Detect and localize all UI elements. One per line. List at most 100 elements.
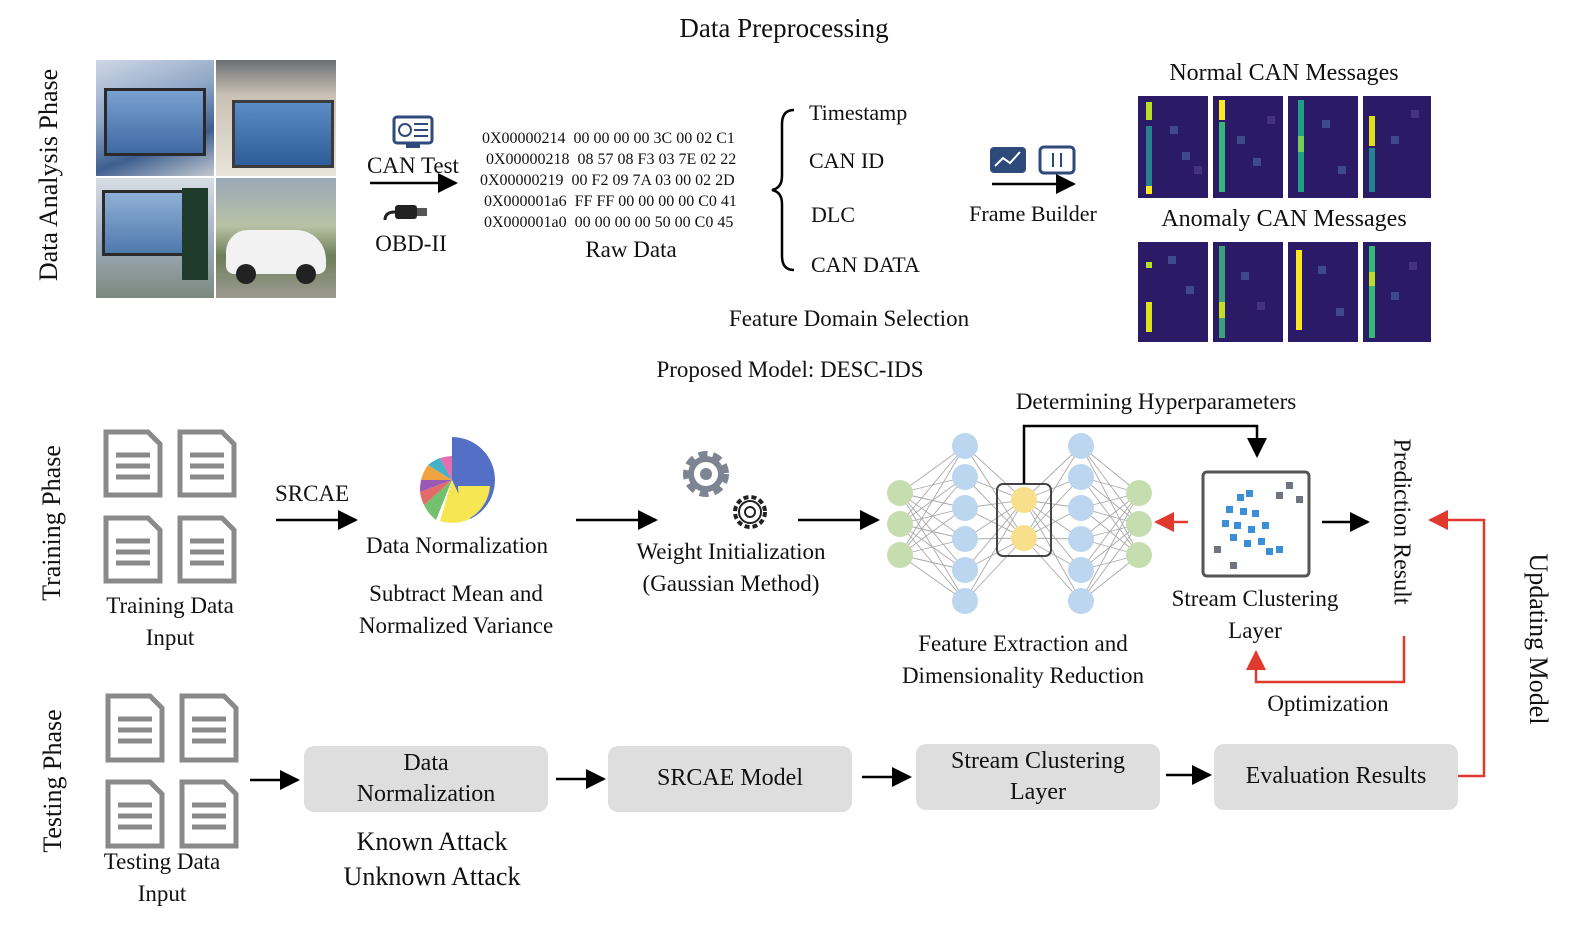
network-node (1068, 495, 1094, 521)
network-node (887, 480, 913, 506)
normal-heatmap-2 (1213, 96, 1283, 198)
test-normalization-text: Data Normalization (356, 749, 496, 807)
test-srcae-text: SRCAE Model (656, 765, 803, 792)
weight-init-label: Weight Initialization (Gaussian Method) (611, 536, 851, 600)
network-edge (964, 476, 1025, 539)
anomaly-messages-title: Anomaly CAN Messages (1161, 206, 1407, 232)
obd-connector-icon (383, 205, 427, 221)
stream-clustering-text: Stream Clustering Layer (1171, 586, 1339, 643)
evaluation-results-text: Evaluation Results (1245, 763, 1427, 790)
network-edge (1023, 445, 1082, 501)
network-node (1068, 557, 1094, 583)
field-timestamp: Timestamp (809, 100, 908, 125)
network-node (1011, 487, 1037, 513)
test-clustering-box: Stream Clustering Layer (916, 744, 1160, 810)
test-srcae-box: SRCAE Model (608, 746, 852, 812)
test-normalization-box: Data Normalization (304, 746, 548, 812)
document-icon (103, 515, 163, 584)
anomaly-heatmap-1 (1138, 242, 1208, 342)
testing-input-text: Testing Data Input (103, 849, 221, 906)
network-node (952, 464, 978, 490)
model-title: Proposed Model: DESC-IDS (656, 357, 924, 382)
network-edge (964, 499, 1025, 571)
transfer-screen-icon (1038, 145, 1076, 175)
subtract-mean-label: Subtract Mean and Normalized Variance (331, 578, 581, 642)
data-normalization-label: Data Normalization (365, 533, 549, 558)
raw-data-row: 0X00000219 00 F2 09 7A 03 00 02 2D (480, 172, 735, 189)
feature-domain-label: Feature Domain Selection (728, 306, 970, 331)
network-edge (1080, 492, 1140, 602)
document-icon (177, 429, 237, 498)
network-edges (899, 445, 1140, 602)
pie-chart-icon (419, 437, 495, 523)
raw-data-row: 0X00000218 08 57 08 F3 03 7E 02 22 (486, 151, 737, 168)
network-edge (964, 537, 1025, 602)
test-clustering-text: Stream Clustering Layer (951, 747, 1125, 805)
network-edge (1080, 492, 1140, 571)
monitor-icon (392, 115, 434, 148)
network-edge (1023, 499, 1082, 571)
feature-extraction-text: Feature Extraction and Dimensionality Re… (901, 631, 1145, 688)
network-node (952, 588, 978, 614)
anomaly-heatmap-4 (1363, 242, 1431, 342)
network-edge (899, 445, 966, 494)
training-input-text: Training Data Input (106, 593, 234, 650)
network-edge (964, 445, 1025, 539)
network-edge (1023, 476, 1082, 539)
document-icon (105, 779, 165, 849)
network-node (952, 526, 978, 552)
optimization-arrow (1246, 636, 1406, 684)
document-icon (179, 779, 239, 849)
hyperparams-arrow (1022, 424, 1267, 484)
normal-heatmap-4 (1363, 96, 1431, 198)
network-edge (1023, 499, 1082, 602)
network-edge (899, 507, 966, 556)
training-input-label: Training Data Input (85, 590, 255, 654)
raw-data-row: 0X000001a6 FF FF 00 00 00 00 C0 41 (484, 193, 737, 210)
field-can-data: CAN DATA (811, 252, 920, 277)
network-edge (899, 445, 966, 525)
network-edge (1023, 445, 1082, 539)
field-dlc: DLC (811, 202, 855, 227)
normal-heatmap-1 (1138, 96, 1208, 198)
vehicle-test-photos (96, 60, 336, 298)
unknown-attack-label: Unknown Attack (343, 862, 521, 891)
chart-screen-icon (990, 147, 1026, 173)
network-node (887, 511, 913, 537)
network-node (1011, 525, 1037, 551)
network-node (952, 557, 978, 583)
anomaly-heatmap-2 (1213, 242, 1283, 342)
frame-builder-label: Frame Builder (969, 201, 1097, 226)
photo-laptop-2 (216, 60, 336, 176)
document-icon (177, 515, 237, 584)
stream-clustering-label: Stream Clustering Layer (1150, 583, 1360, 647)
scatter-icon (1201, 470, 1311, 578)
network-nodes (887, 433, 1152, 614)
gear-icon (733, 495, 767, 529)
network-edge (964, 499, 1025, 602)
photo-laptop-3 (96, 178, 214, 298)
network-node (1126, 480, 1152, 506)
network-node (887, 542, 913, 568)
hyperparams-label: Determining Hyperparameters (1015, 389, 1297, 414)
document-icon (179, 693, 239, 763)
network-node (1126, 542, 1152, 568)
update-model-arrow (1428, 510, 1486, 778)
photo-test-car (216, 178, 336, 298)
network-node (1126, 511, 1152, 537)
normal-heatmap-3 (1288, 96, 1358, 198)
photo-laptop-1 (96, 60, 214, 176)
network-edge (1023, 537, 1082, 602)
network-node (952, 433, 978, 459)
known-attack-label: Known Attack (356, 827, 508, 856)
anomaly-heatmap-3 (1288, 242, 1358, 342)
network-node (1068, 526, 1094, 552)
network-edge (899, 445, 966, 556)
network-node (1068, 464, 1094, 490)
obd-label: OBD-II (375, 231, 447, 256)
network-edge (964, 445, 1025, 501)
network-node (1068, 433, 1094, 459)
network-edge (899, 554, 966, 602)
weight-init-text: Weight Initialization (Gaussian Method) (636, 539, 826, 596)
